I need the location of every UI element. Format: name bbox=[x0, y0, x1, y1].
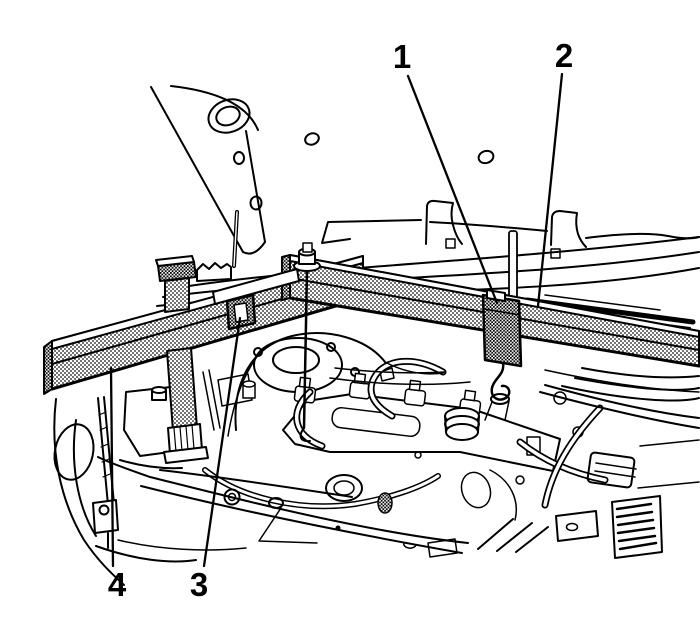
beam-clamp-right bbox=[481, 289, 523, 368]
front-beam-end-cap bbox=[43, 340, 53, 395]
right-engine-area bbox=[539, 369, 700, 559]
engine-hook bbox=[484, 361, 511, 421]
threaded-rod bbox=[302, 269, 309, 430]
hood-underside bbox=[304, 132, 700, 259]
engine-lower-details bbox=[325, 451, 525, 521]
beam-top-plate bbox=[196, 210, 300, 305]
battery-tray-vents bbox=[611, 495, 663, 559]
hood-hole-right bbox=[477, 149, 495, 165]
prop-hole-upper bbox=[233, 151, 245, 165]
subframe bbox=[97, 456, 549, 558]
callout-label-2: 2 bbox=[555, 37, 573, 74]
surge-tank-cap bbox=[444, 407, 480, 441]
hood-hole-left bbox=[304, 132, 320, 146]
callout-leader-lines bbox=[109, 72, 564, 568]
hood-hinge-left bbox=[425, 199, 463, 245]
fixture-rod-right bbox=[508, 230, 518, 300]
leader-line-4 bbox=[109, 366, 115, 568]
callout-label-3: 3 bbox=[190, 566, 208, 603]
callout-label-4: 4 bbox=[108, 566, 127, 603]
electrical-connector bbox=[586, 451, 636, 489]
prop-hole-lower bbox=[249, 195, 263, 211]
callout-label-1: 1 bbox=[393, 38, 411, 75]
leader-line-2 bbox=[536, 72, 564, 308]
leader-line-3 bbox=[202, 316, 242, 568]
hood-hinge-right bbox=[550, 210, 587, 248]
leader-line-1 bbox=[406, 74, 499, 305]
hood-prop-rod bbox=[150, 85, 266, 255]
beam-clamp-left bbox=[225, 293, 257, 331]
engine-valve-cover bbox=[282, 372, 584, 472]
hoses bbox=[202, 357, 609, 510]
left-post bbox=[155, 255, 209, 464]
strut-tower bbox=[227, 332, 395, 437]
left-post-foot bbox=[163, 423, 209, 464]
beam-bolt-assembly bbox=[293, 242, 321, 443]
serrated-gripper bbox=[196, 262, 232, 282]
